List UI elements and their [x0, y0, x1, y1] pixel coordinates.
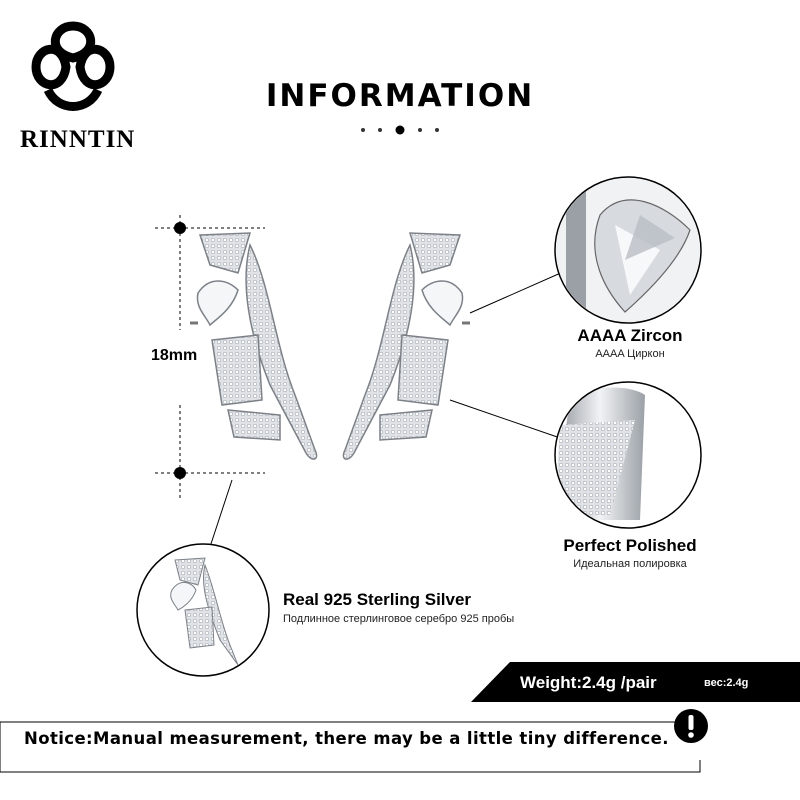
earrings-product-image: [190, 232, 470, 460]
left-earring: [190, 232, 318, 460]
zircon-subtitle: AAAA Циркон: [595, 348, 665, 360]
exclamation-icon: [674, 709, 708, 743]
weight-label: Weight:2.4g /pair: [520, 673, 657, 692]
title-divider-dots: [361, 125, 439, 135]
brand-name: RINNTIN: [20, 126, 136, 153]
polish-detail-circle: [554, 381, 702, 529]
silver-title: Real 925 Sterling Silver: [283, 590, 472, 609]
zircon-title: AAAA Zircon: [577, 326, 683, 345]
right-earring: [342, 232, 470, 460]
silver-subtitle: Подлинное стерлинговое серебро 925 пробы: [283, 613, 515, 625]
zircon-detail-circle: [554, 176, 702, 324]
page-title: INFORMATION: [265, 78, 535, 114]
length-measurement: 18mm: [151, 347, 198, 364]
silver-detail-circle: [136, 543, 270, 677]
weight-label-ru: вес:2.4g: [704, 677, 749, 689]
polish-subtitle: Идеальная полировка: [573, 558, 687, 570]
polish-title: Perfect Polished: [563, 536, 697, 555]
rinntin-logo-icon: [31, 21, 115, 111]
notice-text: Notice:Manual measurement, there may be …: [24, 729, 669, 748]
